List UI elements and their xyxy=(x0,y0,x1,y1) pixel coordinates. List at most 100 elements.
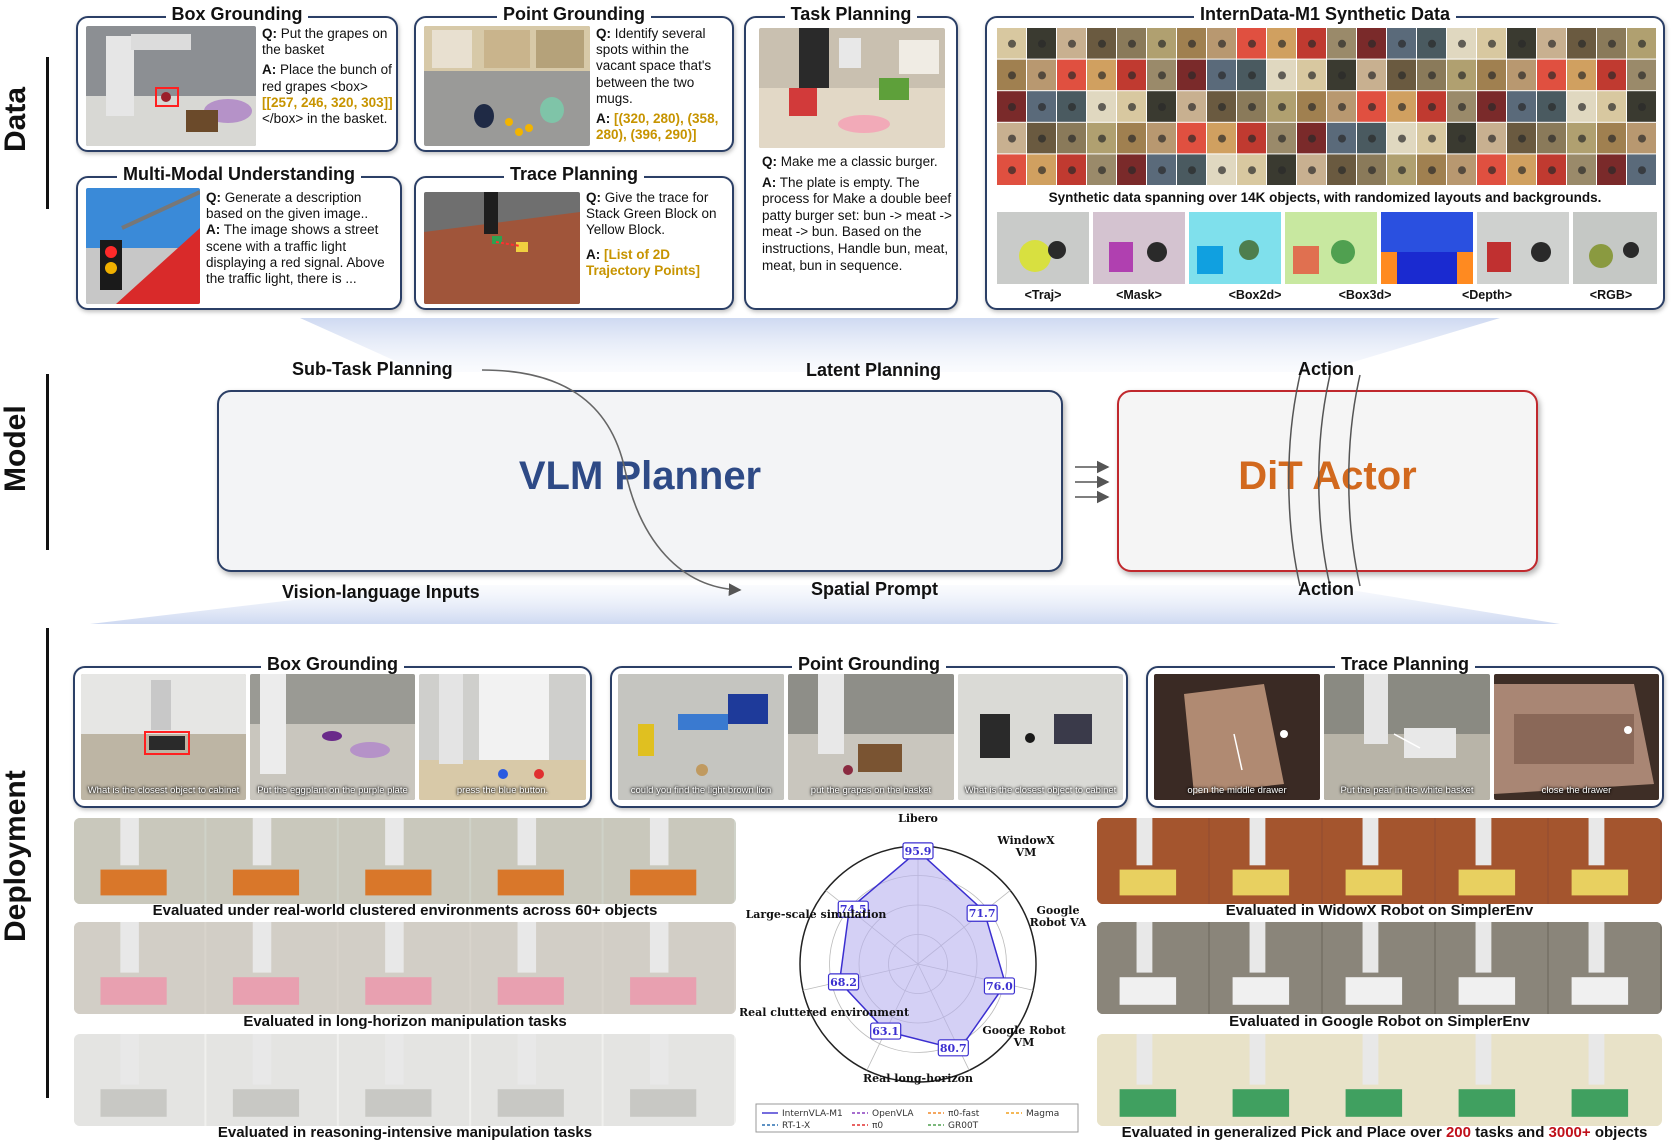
pick-place-caption: Evaluated in generalized Pick and Place … xyxy=(1121,1124,1648,1141)
vl-inputs-label: Vision-language Inputs xyxy=(282,582,480,602)
modality-box2d: <Box2d> xyxy=(1228,288,1282,302)
data-section-rule xyxy=(46,57,49,209)
deploy-point-photo-1: could you find the light brown lion xyxy=(618,674,784,800)
svg-text:OpenVLA: OpenVLA xyxy=(872,1109,914,1119)
reasoning-strip xyxy=(74,1034,736,1126)
svg-text:π0: π0 xyxy=(872,1121,883,1131)
axis-label-4: Real long-horizon xyxy=(863,1072,973,1085)
trace-planning-panel: Trace Planning Q: Give the trace for Sta… xyxy=(414,164,734,310)
modality-traj: <Traj> xyxy=(1024,288,1062,302)
deploy-trace-photo-2: Put the pear in the white basket xyxy=(1324,674,1490,800)
svg-text:InternVLA-M1: InternVLA-M1 xyxy=(782,1109,843,1119)
multimodal-panel: Multi-Modal Understanding Q: Generate a … xyxy=(76,164,402,310)
value-label-5: 68.2 xyxy=(827,973,860,991)
svg-text:76.0: 76.0 xyxy=(986,980,1013,993)
value-label-3: 80.7 xyxy=(937,1039,969,1057)
modality-mask: <Mask> xyxy=(1116,288,1162,302)
task-planning-qa: Q: Make me a classic burger. A: The plat… xyxy=(762,154,952,273)
legend-item-4: RT-1-X xyxy=(762,1121,810,1131)
modality-box3d: <Box3d> xyxy=(1338,288,1392,302)
value-label-4: 63.1 xyxy=(870,1022,902,1040)
model-section-rule xyxy=(46,374,49,550)
multimodal-qa: Q: Generate a description based on the g… xyxy=(206,190,385,287)
long-horizon-caption: Evaluated in long-horizon manipulation t… xyxy=(243,1013,567,1030)
spatial-prompt-label: Spatial Prompt xyxy=(811,579,939,599)
legend-item-1: OpenVLA xyxy=(852,1109,914,1119)
widowx-caption: Evaluated in WidowX Robot on SimplerEnv xyxy=(1225,902,1534,919)
legend-item-2: π0-fast xyxy=(928,1109,980,1119)
deploy-box-photo-1: What is the closest object to cabinet xyxy=(81,674,246,800)
mugs-photo xyxy=(424,26,590,146)
multimodal-title: Multi-Modal Understanding xyxy=(78,164,400,185)
google-robot-strip xyxy=(1097,922,1662,1014)
point-grounding-panel: Point Grounding Q: Identify several spot… xyxy=(414,4,734,152)
modality-rgb: <RGB> xyxy=(1589,288,1633,302)
legend-item-3: Magma xyxy=(1006,1109,1059,1119)
svg-text:80.7: 80.7 xyxy=(940,1042,967,1055)
cluttered-env-caption: Evaluated under real-world clustered env… xyxy=(152,902,658,919)
value-label-1: 71.7 xyxy=(966,904,998,922)
svg-text:68.2: 68.2 xyxy=(830,976,857,989)
series-internvla-m1-area xyxy=(838,849,1007,1051)
legend-item-5: π0 xyxy=(852,1121,883,1131)
burger-photo xyxy=(759,28,945,148)
box-grounding-panel: Box Grounding Q: Put the grapes on the b… xyxy=(76,4,398,152)
trace-planning-title: Trace Planning xyxy=(416,164,732,185)
legend-box xyxy=(755,1103,1079,1133)
task-planning-panel: Task Planning Q: Make me a classic burge… xyxy=(744,4,958,310)
axis-label-6: Large-scale simulation xyxy=(746,908,887,921)
legend-item-6: GR00T xyxy=(928,1121,979,1131)
deploy-point-photo-2: put the grapes on the basket xyxy=(788,674,954,800)
svg-text:71.7: 71.7 xyxy=(969,907,996,920)
svg-text:π0-fast: π0-fast xyxy=(948,1109,980,1119)
deploy-point-photo-3: What is the closest object to cabinet xyxy=(958,674,1123,800)
radar-chart: 95.9 71.7 76.0 80.7 63.1 68.2 74.5 LiberoWindow… xyxy=(740,812,1087,1133)
latent-planning-label: Latent Planning xyxy=(806,360,941,380)
traffic-light-photo xyxy=(86,188,200,304)
deploy-box-grounding-panel: Box Grounding What is the closest object… xyxy=(73,654,592,808)
action-bottom-label: Action xyxy=(1298,579,1354,599)
deploy-box-photo-2: Put the eggplant on the purple plate xyxy=(250,674,415,800)
google-robot-caption: Evaluated in Google Robot on SimplerEnv xyxy=(1229,1013,1530,1030)
deploy-point-grounding-title: Point Grounding xyxy=(612,654,1126,675)
value-label-2: 76.0 xyxy=(983,977,1016,995)
action-top-label: Action xyxy=(1298,359,1354,379)
synthetic-data-title: InternData-M1 Synthetic Data xyxy=(987,4,1663,25)
modality-images xyxy=(997,212,1657,284)
deploy-trace-photo-1: open the middle drawer xyxy=(1154,674,1320,800)
axis-label-0: Libero xyxy=(898,812,938,825)
axis-label-5: Real cluttered environment xyxy=(740,1006,910,1019)
box-grounding-title: Box Grounding xyxy=(78,4,396,25)
deploy-box-photo-3: press the blue button. xyxy=(419,674,586,800)
subtask-planning-label: Sub-Task Planning xyxy=(292,359,453,379)
deploy-box-grounding-title: Box Grounding xyxy=(75,654,590,675)
dit-actor-box: DiT Actor xyxy=(1117,390,1538,572)
widowx-strip xyxy=(1097,818,1662,904)
svg-text:95.9: 95.9 xyxy=(905,845,932,858)
svg-text:RT-1-X: RT-1-X xyxy=(782,1121,810,1131)
task-planning-title: Task Planning xyxy=(746,4,956,25)
deployment-section-rule xyxy=(46,628,49,1098)
svg-text:63.1: 63.1 xyxy=(872,1025,899,1038)
svg-text:Magma: Magma xyxy=(1026,1109,1059,1119)
synthetic-data-panel: InternData-M1 Synthetic Data Synthetic d… xyxy=(985,4,1665,310)
deploy-trace-photo-3: close the drawer xyxy=(1494,674,1659,800)
dit-actor-title: DiT Actor xyxy=(1238,454,1417,498)
deploy-trace-planning-title: Trace Planning xyxy=(1148,654,1662,675)
legend-item-0: InternVLA-M1 xyxy=(762,1109,843,1119)
blocks-photo xyxy=(424,192,580,304)
svg-text:GR00T: GR00T xyxy=(948,1121,979,1131)
value-label-6: 74.5 xyxy=(837,900,869,918)
pick-place-strip xyxy=(1097,1034,1662,1126)
svg-text:74.5: 74.5 xyxy=(840,903,867,916)
trace-planning-qa: Q: Give the trace for Stack Green Block … xyxy=(586,190,717,278)
reasoning-caption: Evaluated in reasoning-intensive manipul… xyxy=(217,1124,593,1141)
synthetic-caption: Synthetic data spanning over 14K objects… xyxy=(1048,190,1602,205)
long-horizon-strip xyxy=(74,922,736,1014)
point-grounding-title: Point Grounding xyxy=(416,4,732,25)
vlm-planner-title: VLM Planner xyxy=(518,454,762,498)
